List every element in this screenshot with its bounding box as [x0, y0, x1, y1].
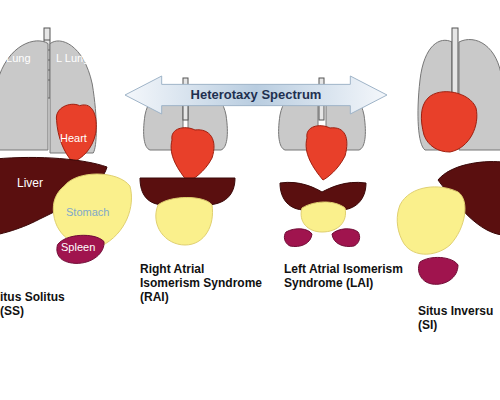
panel-caption: Right Atrial Isomerism Syndrome (RAI) — [140, 262, 265, 304]
spectrum-arrow: Heterotaxy Spectrum — [125, 76, 387, 114]
panel-caption: itus Solitus (SS) — [0, 290, 80, 318]
lung-organ-outline — [0, 41, 48, 150]
spleen-organ-outline — [57, 235, 104, 263]
si-organs — [397, 28, 500, 284]
organ-label: Stomach — [66, 206, 130, 219]
heart-organ-shape — [52, 98, 98, 162]
organ-label: Heterotaxy Spectrum — [125, 88, 387, 101]
organ-label: t Lung — [0, 52, 46, 65]
organ-label: Spleen — [61, 241, 105, 254]
organ-label: Heart — [60, 132, 98, 145]
lung-organ: t Lung — [0, 38, 48, 150]
panel-caption: Left Atrial Isomerism Syndrome (LAI) — [284, 262, 409, 290]
spectrum-arrow-outline — [125, 76, 387, 114]
spleen-organ: Spleen — [55, 232, 105, 264]
organ-label: L Lung — [56, 52, 98, 65]
panel-caption: Situs Inversu (SI) — [418, 304, 500, 332]
heart-organ: Heart — [52, 98, 98, 162]
